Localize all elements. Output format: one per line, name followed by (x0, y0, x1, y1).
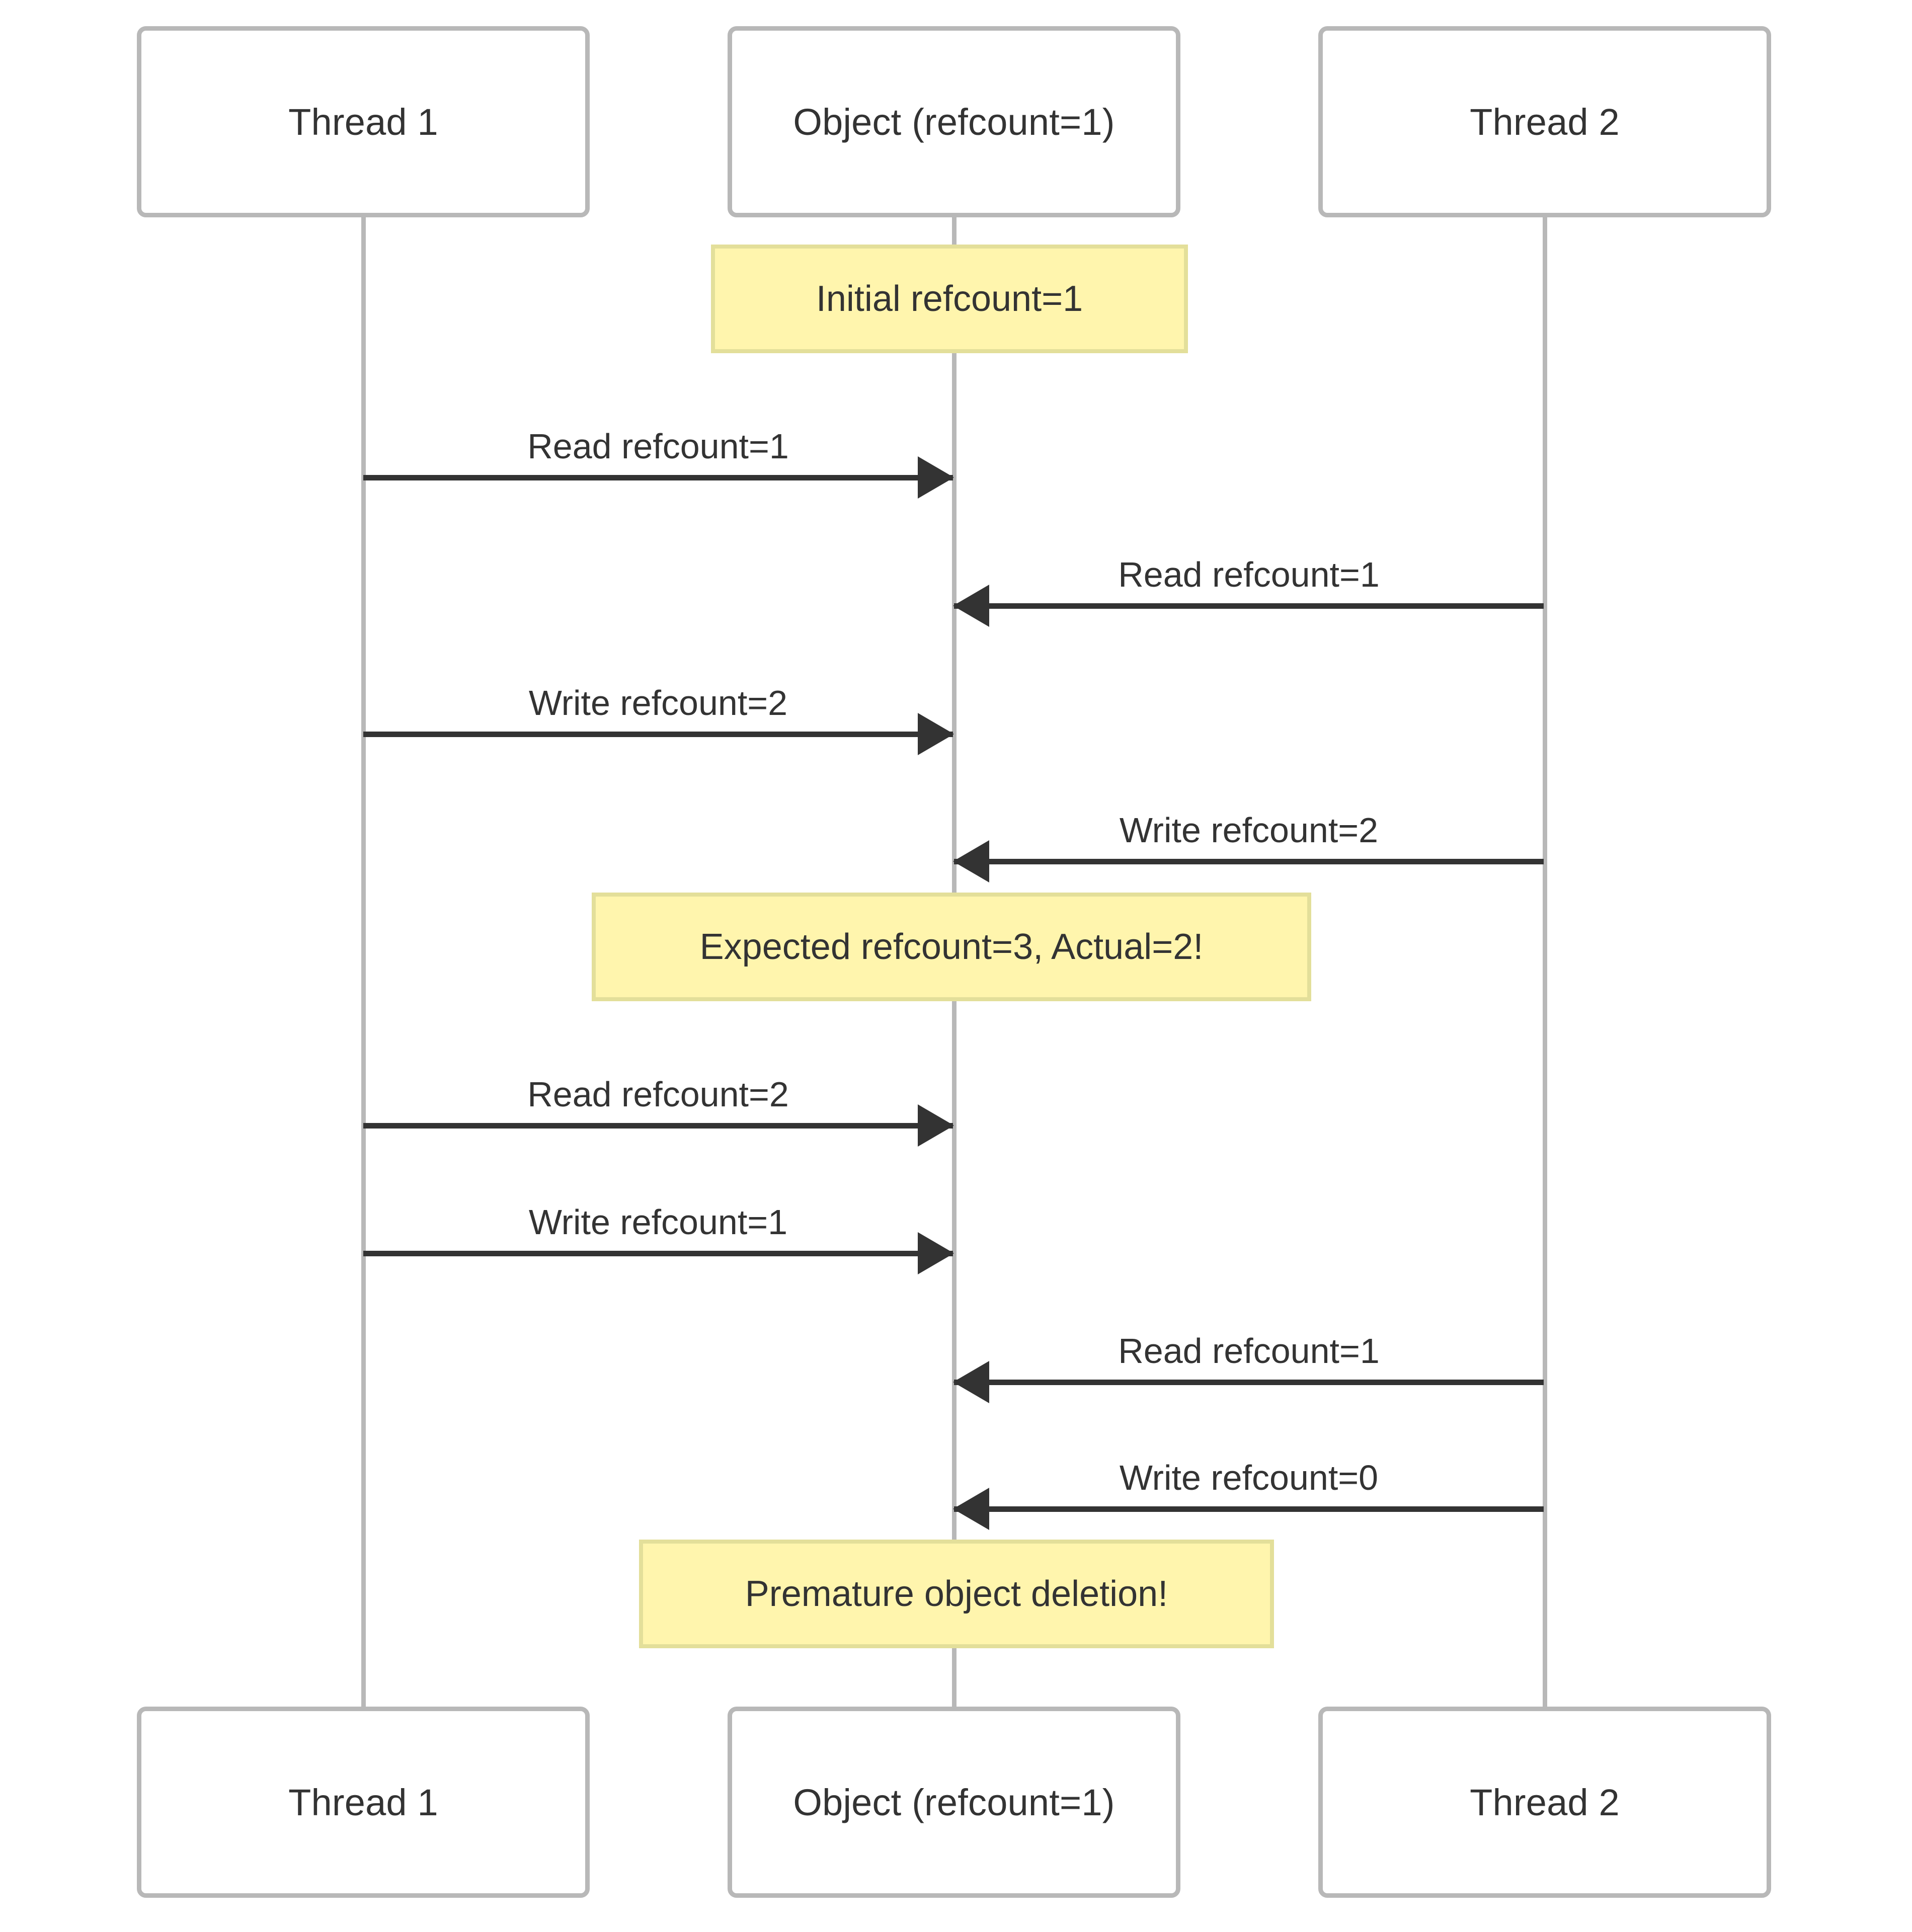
participant-object-top[interactable]: Object (refcount=1) (728, 26, 1180, 217)
participant-label: Object (refcount=1) (793, 101, 1115, 143)
message-label: Write refcount=1 (528, 1202, 788, 1242)
message-read-refcount-1-t2[interactable]: Read refcount=1 (953, 528, 1544, 627)
message-line (363, 1251, 953, 1256)
arrowhead-left-icon (953, 1488, 989, 1530)
arrowhead-left-icon (953, 585, 989, 627)
participant-thread2-bottom[interactable]: Thread 2 (1318, 1707, 1771, 1898)
participant-label: Thread 2 (1470, 1781, 1620, 1823)
message-read-refcount-1-t2-second[interactable]: Read refcount=1 (953, 1305, 1544, 1403)
message-line (954, 1506, 1544, 1512)
note-label: Expected refcount=3, Actual=2! (699, 927, 1204, 967)
participant-thread1-top[interactable]: Thread 1 (137, 26, 590, 217)
participant-thread1-bottom[interactable]: Thread 1 (137, 1707, 590, 1898)
participant-label: Object (refcount=1) (793, 1781, 1115, 1823)
participant-thread2-top[interactable]: Thread 2 (1318, 26, 1771, 217)
message-label: Read refcount=1 (527, 427, 789, 466)
arrowhead-left-icon (953, 1361, 989, 1403)
message-label: Read refcount=1 (1118, 555, 1380, 594)
participant-label: Thread 1 (288, 101, 438, 143)
participant-label: Thread 2 (1470, 101, 1620, 143)
arrowhead-right-icon (918, 713, 954, 755)
message-write-refcount-0-t2[interactable]: Write refcount=0 (953, 1431, 1544, 1530)
message-read-refcount-2-t1[interactable]: Read refcount=2 (363, 1048, 954, 1147)
message-line (954, 859, 1544, 864)
message-line (363, 732, 953, 737)
lifeline-thread1 (361, 216, 366, 1707)
note-lost-update: Expected refcount=3, Actual=2! (592, 893, 1311, 1001)
message-line (954, 1380, 1544, 1385)
message-line (363, 1123, 953, 1129)
note-label: Premature object deletion! (745, 1574, 1168, 1614)
note-label: Initial refcount=1 (816, 279, 1083, 319)
participant-object-bottom[interactable]: Object (refcount=1) (728, 1707, 1180, 1898)
message-line (363, 475, 953, 480)
message-label: Write refcount=2 (1119, 811, 1379, 850)
note-initial-refcount: Initial refcount=1 (711, 245, 1188, 353)
note-premature-deletion: Premature object deletion! (639, 1540, 1274, 1648)
message-label: Read refcount=1 (1118, 1331, 1380, 1371)
message-write-refcount-2-t1[interactable]: Write refcount=2 (363, 657, 954, 755)
arrowhead-right-icon (918, 1232, 954, 1274)
participant-label: Thread 1 (288, 1781, 438, 1823)
arrowhead-right-icon (918, 456, 954, 499)
arrowhead-right-icon (918, 1104, 954, 1147)
message-label: Write refcount=2 (528, 683, 788, 722)
message-label: Write refcount=0 (1119, 1458, 1379, 1497)
message-label: Read refcount=2 (527, 1075, 789, 1114)
message-line (954, 603, 1544, 609)
message-write-refcount-1-t1[interactable]: Write refcount=1 (363, 1176, 954, 1274)
lifeline-thread2 (1543, 216, 1547, 1707)
message-read-refcount-1-t1[interactable]: Read refcount=1 (363, 400, 954, 499)
message-write-refcount-2-t2[interactable]: Write refcount=2 (953, 784, 1544, 882)
arrowhead-left-icon (953, 840, 989, 882)
